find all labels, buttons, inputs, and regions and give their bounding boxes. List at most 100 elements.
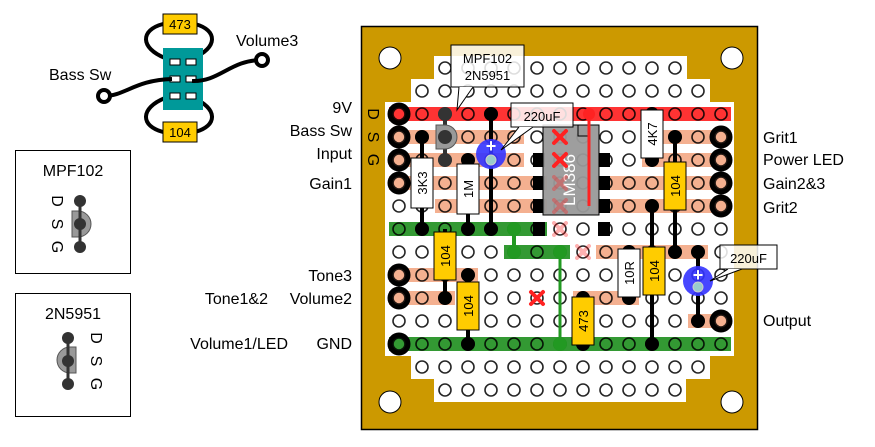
solder-joint [415,222,429,236]
hole [392,107,406,121]
hole [599,291,613,305]
hole [484,291,498,305]
wire-pad-icon [709,309,733,333]
solder-joint [668,130,682,144]
terminal-icon [254,52,270,68]
ic-pin [533,199,545,213]
callout-text: 220uF [524,109,561,124]
wire-pad-icon [387,286,411,310]
copper-strip [504,245,570,259]
hole [392,199,406,213]
hole [691,153,705,167]
hole [392,337,406,351]
hole [599,61,613,75]
hole [622,222,636,236]
track-cut-icon [552,175,568,191]
hole [484,360,498,374]
wire-pad-icon [387,332,411,356]
hole [691,222,705,236]
hole [461,383,475,397]
cap-lead [485,154,497,166]
hole [714,199,728,213]
label-9v: 9V [332,100,352,117]
cut-stroke [575,244,591,260]
resistor-3k3-label: 3K3 [415,171,430,194]
hole [576,84,590,98]
hole [622,107,636,121]
capacitor-104-label: 104 [647,260,662,282]
hole [576,61,590,75]
hole [507,360,521,374]
track-cut-icon [552,198,568,214]
hole [668,268,682,282]
label-input: Input [316,146,352,163]
wire-pad-icon [387,171,411,195]
wire [191,58,263,84]
label-gnd: GND [316,336,352,353]
hole [530,268,544,282]
label-gain2-3: Gain2&3 [763,176,825,193]
volume3-label: Volume3 [236,33,298,50]
hole [438,383,452,397]
solder-joint [507,245,521,259]
solder-joint [645,199,659,213]
hole [415,107,429,121]
hole [599,268,613,282]
mounting-hole-icon [720,46,744,70]
wire-pad-icon [709,125,733,149]
hole [392,130,406,144]
wire [144,96,166,134]
solder-joint [507,222,521,236]
solder-joint [553,337,567,351]
hole [576,245,590,259]
wire [103,77,173,98]
hole [484,245,498,259]
hole [691,176,705,190]
hole [438,199,452,213]
pin-s: S [48,219,65,230]
callout-box [450,44,525,88]
label-tone3: Tone3 [308,268,352,285]
hole [530,245,544,259]
hole [599,130,613,144]
wire-pad-icon [709,171,733,195]
solder-joint [438,107,452,121]
cut-stroke [552,129,568,145]
hole [392,176,406,190]
hole [645,383,659,397]
hole [622,153,636,167]
capacitor-104 [663,161,687,211]
hole [668,61,682,75]
pinout-title: MPF102 [43,163,104,180]
pin-d: D [48,195,65,207]
mounting-hole-icon [378,390,402,414]
hole [461,130,475,144]
solder-joint [691,245,705,259]
hole [415,291,429,305]
solder-joint [438,130,452,144]
capacitor-104-label: 104 [438,245,453,267]
hole [599,337,613,351]
label-volume1-led: Volume1/LED [190,336,288,353]
dsg-s: S [364,132,381,143]
track-cut-icon [552,129,568,145]
hole [507,314,521,328]
hole [415,337,429,351]
hole [438,84,452,98]
hole [507,337,521,351]
hole [530,360,544,374]
hole [691,84,705,98]
hole [622,61,636,75]
capacitor-104-label: 104 [461,295,476,317]
resistor-10r-label: 10R [622,261,637,285]
callout-text: 220uF [730,251,767,266]
resistor-3k3 [410,157,434,209]
hole [392,153,406,167]
pinout-mpf102: MPF102 D S G [15,150,131,274]
capacitor-473-label: 473 [576,310,591,332]
solder-joint [583,108,595,120]
ic-pin [533,222,545,236]
solder-joint [438,153,452,167]
hole [553,360,567,374]
